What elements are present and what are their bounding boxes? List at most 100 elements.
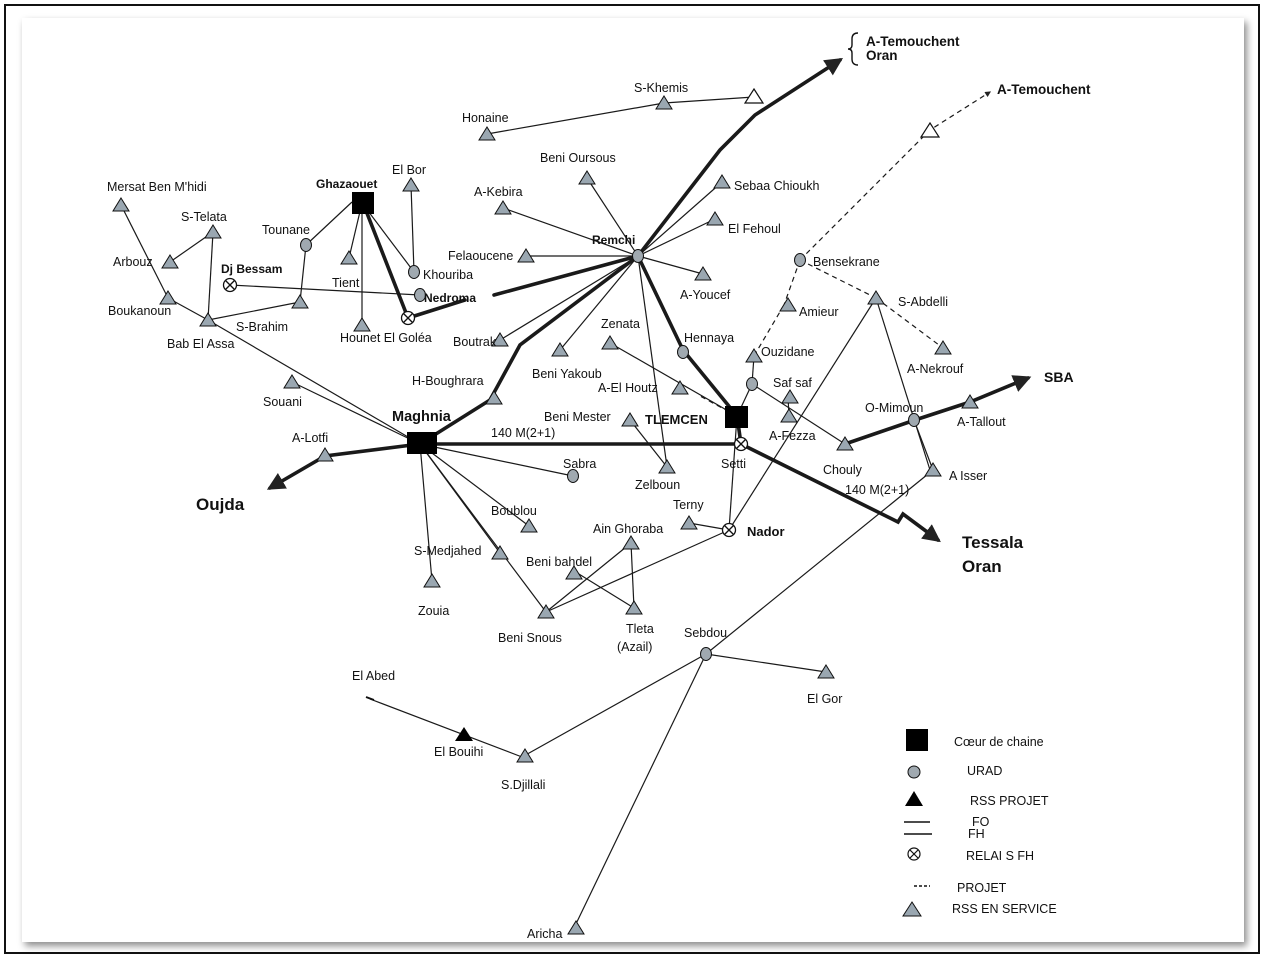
link-mersat-boukanoun [120, 204, 169, 299]
legend-urad-icon [907, 765, 921, 779]
label-sba: SBA [1044, 369, 1074, 385]
rss-el-bor-icon [402, 177, 420, 192]
el-abed-stub [365, 696, 375, 701]
legend-fo: FO [972, 815, 990, 829]
rss-zelboun-icon [658, 459, 676, 474]
rss-s-abdelli-icon [867, 290, 885, 305]
link-zenata-tlemcen [609, 342, 738, 417]
fo-ghazaouet-goleya [361, 201, 410, 320]
fo-setti-tessala [739, 442, 941, 543]
rss-el-gor-icon [817, 664, 835, 679]
rss-a-youcef-icon [694, 266, 712, 281]
relay-temouchent-icon [919, 121, 941, 138]
link-tounane-sbrahim [299, 244, 307, 303]
labels: A-Temouchent Oran A-Temouchent S-Khemis … [107, 34, 1091, 941]
label-tessala: Tessala [962, 533, 1024, 552]
rss-aricha-icon [567, 920, 585, 935]
projet-bensekrane-amieur [783, 259, 801, 306]
label-a-lotfi: A-Lotfi [292, 431, 328, 445]
label-beni-oursous: Beni Oursous [540, 151, 616, 165]
label-ghazaouet: Ghazaouet [316, 177, 377, 191]
label-amieur: Amieur [799, 305, 839, 319]
legend-urad: URAD [967, 764, 1002, 778]
rss-amieur-icon [779, 297, 797, 312]
link-benibahdel-tleta [573, 570, 635, 609]
label-khouriba: Khouriba [423, 268, 473, 282]
link-ayoucef-remchi [637, 255, 704, 275]
link-maghnia-boublou [419, 443, 530, 527]
fo-maghnia-oujda [266, 442, 422, 490]
link-sebdou-elgor [705, 653, 827, 673]
rss-a-el-houtz-icon [671, 380, 689, 395]
rss-projet-el-bouihi-icon [455, 727, 473, 741]
rss-a-tallout-icon [961, 394, 979, 409]
label-souani: Souani [263, 395, 302, 409]
rss-a-fezza-icon [780, 408, 798, 423]
label-s-brahim: S-Brahim [236, 320, 288, 334]
label-azail: (Azail) [617, 640, 652, 654]
label-hounet: Hounet El Goléa [340, 331, 432, 345]
label-s-djillali: S.Djillali [501, 778, 545, 792]
relay-dj-bessam-icon [222, 277, 238, 293]
label-oujda: Oujda [196, 495, 245, 514]
rss-a-lotfi-icon [316, 447, 334, 462]
fo-remchi-hennaya [636, 254, 685, 352]
link-safsaf-chouly [751, 383, 846, 445]
label-hennaya: Hennaya [684, 331, 734, 345]
link-tlemcen-nador [728, 415, 738, 531]
link-sebdou-aricha [573, 653, 707, 929]
rss-a-kebira-icon [494, 200, 512, 215]
urad-tounane-icon [300, 238, 312, 252]
label-ouzidane: Ouzidane [761, 345, 815, 359]
link-maghnia-zouia [419, 443, 433, 582]
label-sebaa-chioukh: Sebaa Chioukh [734, 179, 820, 193]
label-el-fehoul: El Fehoul [728, 222, 781, 236]
link-sebdou-sdjillali [521, 653, 707, 758]
label-o-mimoun: O-Mimoun [865, 401, 923, 415]
rss-tleta-icon [625, 600, 643, 615]
core-ghazaouet-icon [352, 192, 374, 214]
rss-h-boughrara-icon [485, 390, 503, 405]
label-s-abdelli: S-Abdelli [898, 295, 948, 309]
link-nador-benisnous [545, 529, 730, 613]
link-benioursous-remchi [586, 177, 639, 257]
link-elbor-khouriba [410, 184, 415, 273]
label-zenata: Zenata [601, 317, 640, 331]
fo-chouly-sba [843, 375, 1032, 446]
label-s-telata: S-Telata [181, 210, 227, 224]
label-s-khemis: S-Khemis [634, 81, 688, 95]
rss-s-medjahed-icon [491, 545, 509, 560]
projet-tlemcen-aelhoutz [699, 395, 738, 417]
relay-el-golea-icon [400, 310, 416, 326]
label-tleta: Tleta [626, 622, 654, 636]
brace [847, 32, 859, 66]
rss-el-fehoul-icon [706, 211, 724, 226]
projected-relays [743, 87, 941, 138]
label-beni-snous: Beni Snous [498, 631, 562, 645]
label-nedroma: Nedroma [424, 291, 476, 305]
rss-souani-icon [283, 374, 301, 389]
label-beni-mester: Beni Mester [544, 410, 611, 424]
urad-safsaf-urad-icon [746, 377, 758, 391]
legend-rss-service: RSS EN SERVICE [952, 902, 1057, 916]
rss-a-nekrouf-icon [934, 340, 952, 355]
label-h-boughrara: H-Boughrara [412, 374, 484, 388]
label-boutrak: Boutrak [453, 335, 497, 349]
label-arbouz: Arbouz [113, 255, 153, 269]
label-link2: 140 M(2+1) [845, 483, 909, 497]
label-s-medjahed: S-Medjahed [414, 544, 481, 558]
fo-hennaya-tlemcen [681, 348, 739, 418]
link-aisser-sebdou [705, 469, 934, 655]
rss-arbouz-icon [161, 254, 179, 269]
map-sheet [22, 18, 1244, 942]
rss-stations [112, 95, 979, 935]
rss-sebaa-chioukh-icon [713, 174, 731, 189]
urad-stations [300, 238, 920, 661]
label-remchi: Remchi [592, 233, 635, 247]
legend-coeur: Cœur de chaine [954, 735, 1044, 749]
rss-hounet-icon [353, 317, 371, 332]
label-oran-top: Oran [866, 48, 898, 63]
link-beniyakoub-remchi [559, 255, 639, 351]
projet-sabdelli-anekrouf [875, 297, 944, 349]
